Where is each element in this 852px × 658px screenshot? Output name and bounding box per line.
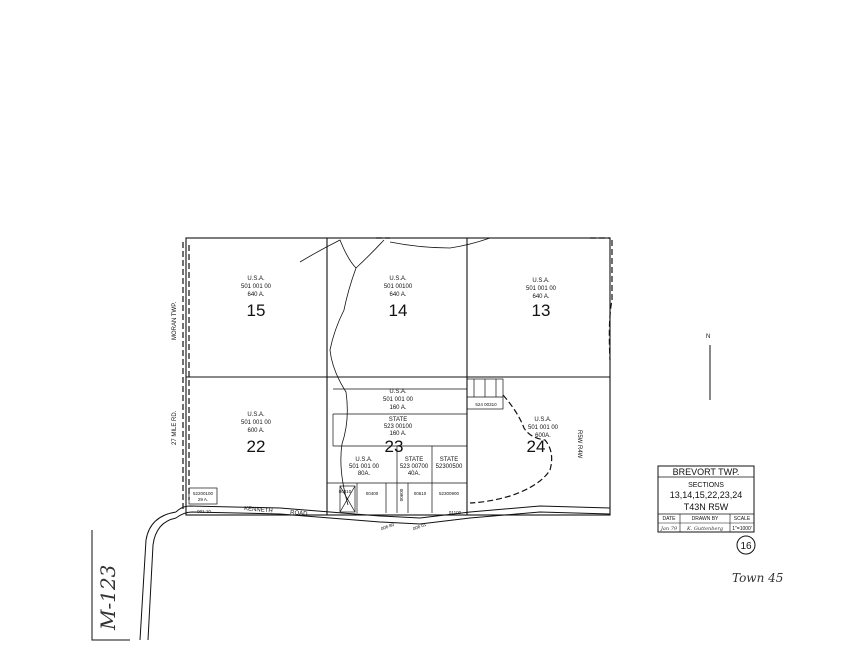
svg-text:24: 24 [527, 437, 546, 456]
title-col-drawn-by: DRAWN BY [692, 516, 719, 522]
svg-text:501 001 00: 501 001 00 [526, 286, 557, 292]
svg-text:U.S.A.: U.S.A. [534, 417, 552, 423]
parcel-state-23: STATE 523 00100 160 A. [384, 417, 413, 437]
label-moran-twp: MORAN TWP. [172, 302, 178, 340]
sheet-number: 16 [740, 541, 752, 552]
svg-text:640 A.: 640 A. [247, 292, 264, 298]
svg-text:600 A.: 600 A. [247, 428, 264, 434]
sheet-number-circle [736, 535, 756, 555]
creek-branch-1 [355, 239, 385, 269]
svg-text:501 001 00: 501 001 00 [241, 284, 272, 290]
parcel-00610: 00610 [414, 491, 427, 496]
north-label: N [706, 334, 710, 340]
north-arrow: N [706, 334, 711, 400]
kenneth-road-north-edge [175, 505, 611, 519]
section-15-label: U.S.A. 501 001 00 640 A. 15 [241, 276, 272, 320]
parcel-00110: 001 10 [197, 509, 211, 514]
svg-text:STATE: STATE [405, 457, 423, 463]
svg-text:U.S.A.: U.S.A. [247, 412, 265, 418]
svg-text:501 001 00: 501 001 00 [383, 397, 414, 403]
east-boundary-road [608, 240, 613, 361]
section-14-label: U.S.A. 501 00100 640 A. 14 [384, 276, 413, 320]
svg-text:22: 22 [247, 437, 266, 456]
svg-text:501 001 00: 501 001 00 [528, 425, 559, 431]
creek-main [299, 239, 357, 506]
title-col-date: DATE [663, 516, 677, 522]
m123-highway-east [139, 511, 177, 641]
parcel-00600: 00600 [399, 488, 404, 501]
svg-text:U.S.A.: U.S.A. [532, 278, 550, 284]
parcel-00601: 006 01 [412, 522, 427, 532]
title-sections-label: SECTIONS [688, 482, 724, 489]
section-24-label: U.S.A. 501 001 00 600A. 24 [527, 417, 559, 456]
label-range: R5W R4W [576, 430, 582, 459]
title-block: BREVORT TWP. SECTIONS 13,14,15,22,23,24 … [657, 465, 755, 533]
sec22-parcel-box [188, 487, 218, 505]
svg-text:15: 15 [247, 301, 266, 320]
svg-text:STATE: STATE [389, 417, 407, 423]
parcel-00900: 52300900 [439, 491, 460, 496]
parcel-522-acres: 29 A. [198, 497, 208, 502]
handwritten-note: Town 45 [732, 571, 783, 585]
title-val-date: Jan 79 [660, 526, 678, 532]
parcel-state-40: STATE 523 00700 40A. [400, 457, 429, 477]
svg-text:U.S.A.: U.S.A. [355, 457, 373, 463]
section-23-label: U.S.A. 501 001 00 160 A. 23 [383, 389, 414, 456]
sec24-trail [469, 394, 553, 504]
svg-text:U.S.A.: U.S.A. [389, 389, 407, 395]
svg-text:U.S.A.: U.S.A. [247, 276, 265, 282]
svg-text:STATE: STATE [440, 457, 458, 463]
svg-text:160 A.: 160 A. [389, 431, 406, 437]
section-22-label: U.S.A. 501 001 00 600 A. 22 [241, 412, 272, 456]
svg-text:640 A.: 640 A. [532, 294, 549, 300]
parcel-01100: 01100 [449, 510, 462, 515]
svg-text:52300500: 52300500 [436, 464, 463, 470]
highway-label: M-123 [96, 565, 120, 631]
svg-text:160 A.: 160 A. [389, 405, 406, 411]
title-col-scale: SCALE [734, 516, 751, 522]
parcel-522: 52200100 [193, 491, 214, 496]
m123-bracket [91, 530, 130, 641]
svg-text:23: 23 [385, 437, 404, 456]
title-sections-list: 13,14,15,22,23,24 [670, 490, 743, 500]
svg-text:523 00700: 523 00700 [400, 464, 429, 470]
parcel-00400: 00400 [366, 491, 379, 496]
svg-text:523 00100: 523 00100 [384, 424, 413, 430]
parcel-00680: 006 80 [380, 522, 395, 532]
hatch-2 [339, 485, 356, 513]
title-town-range: T43N R5W [684, 502, 729, 512]
kenneth-road-south-edge [175, 511, 611, 525]
m123-highway-west [147, 517, 177, 641]
svg-text:501 001 00: 501 001 00 [349, 464, 380, 470]
parcel-524: 524 00310 [475, 402, 497, 407]
svg-text:40A.: 40A. [408, 471, 421, 477]
title-township: BREVORT TWP. [673, 467, 740, 477]
parcel-state-00500: STATE 52300500 [436, 457, 463, 470]
parcel-00310: 00310 [339, 489, 352, 494]
svg-text:501 00100: 501 00100 [384, 284, 413, 290]
creek-branch-2 [389, 237, 491, 249]
svg-text:501 001 00: 501 001 00 [241, 420, 272, 426]
title-val-scale: 1"=1000' [732, 526, 752, 532]
label-kenneth: KENNETH [244, 506, 273, 514]
svg-text:600A.: 600A. [535, 433, 551, 439]
svg-text:14: 14 [389, 301, 408, 320]
section-13-label: U.S.A. 501 001 00 640 A. 13 [526, 278, 557, 320]
label-road: ROAD [290, 510, 308, 518]
svg-text:13: 13 [532, 301, 551, 320]
title-val-drawn-by: K. Guttenberg [686, 526, 723, 532]
svg-text:U.S.A.: U.S.A. [389, 276, 407, 282]
svg-text:640 A.: 640 A. [389, 292, 406, 298]
label-27-mile-rd: 27 MILE RD. [172, 410, 178, 445]
parcel-usa-80: U.S.A. 501 001 00 80A. [349, 457, 380, 477]
hatched-parcel [339, 485, 356, 513]
svg-text:80A.: 80A. [358, 471, 371, 477]
